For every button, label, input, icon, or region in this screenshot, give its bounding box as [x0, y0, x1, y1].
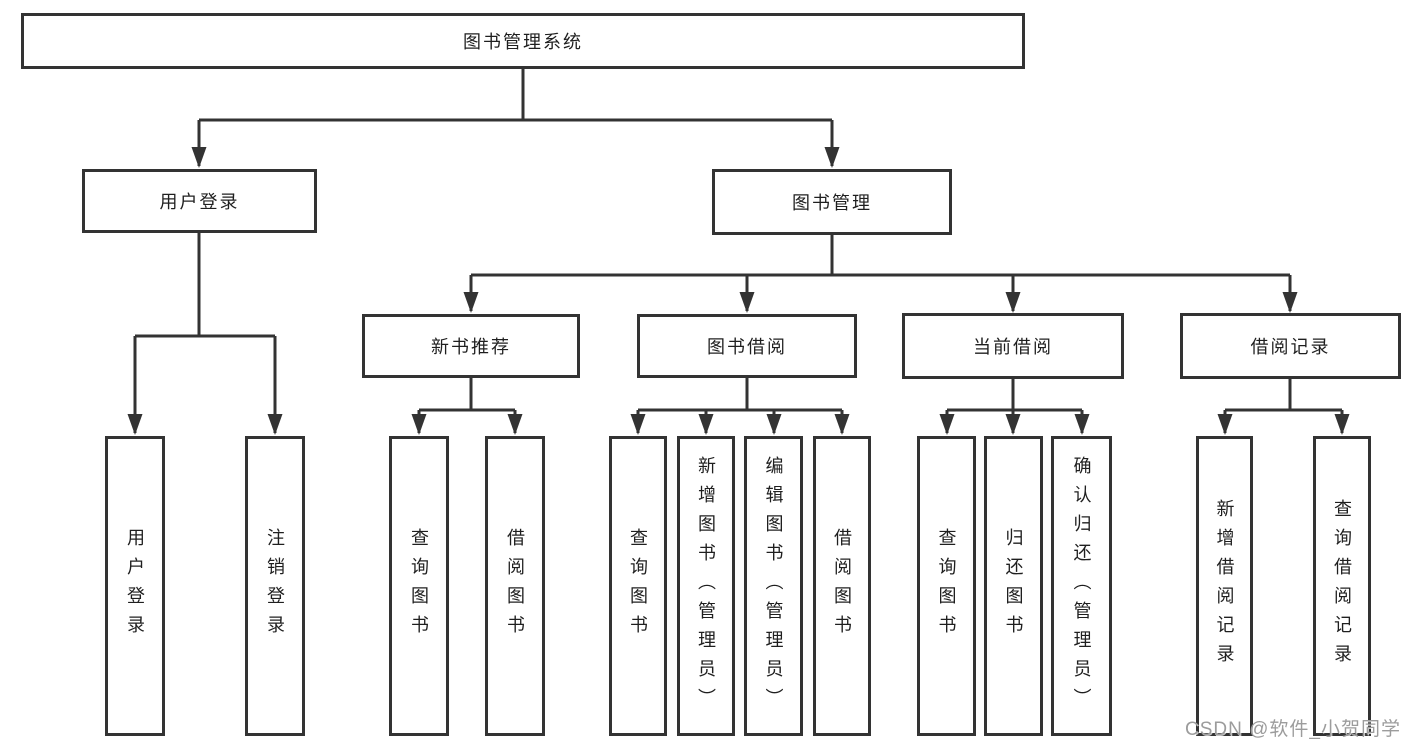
leaf-current-confirm-return-admin: 确认归还（管理员）	[1051, 436, 1112, 736]
node-new-book-recommend-label: 新书推荐	[431, 337, 511, 357]
leaf-recommend-query-books-label: 查询图书	[409, 528, 429, 644]
node-book-borrow: 图书借阅	[637, 314, 857, 378]
node-book-management-label: 图书管理	[792, 193, 872, 213]
node-current-borrow-label: 当前借阅	[973, 337, 1053, 357]
node-library-system: 图书管理系统	[21, 13, 1025, 69]
node-borrow-records: 借阅记录	[1180, 313, 1401, 379]
leaf-records-query-record: 查询借阅记录	[1313, 436, 1371, 736]
leaf-records-add-record: 新增借阅记录	[1196, 436, 1253, 736]
leaf-borrow-edit-book-admin-label: 编辑图书（管理员）	[763, 455, 784, 717]
leaf-current-return-book-label: 归还图书	[1003, 528, 1024, 644]
leaf-recommend-query-books: 查询图书	[389, 436, 449, 736]
leaf-borrow-query-books: 查询图书	[609, 436, 667, 736]
leaf-user-login-label: 用户登录	[125, 528, 145, 644]
node-current-borrow: 当前借阅	[902, 313, 1124, 379]
leaf-recommend-borrow-books: 借阅图书	[485, 436, 545, 736]
watermark: CSDN @软件_小贺同学	[1185, 719, 1401, 740]
node-borrow-records-label: 借阅记录	[1250, 337, 1331, 357]
leaf-logout-label: 注销登录	[265, 528, 285, 644]
node-book-management: 图书管理	[712, 169, 952, 235]
leaf-borrow-add-book-admin-label: 新增图书（管理员）	[696, 455, 716, 717]
leaf-borrow-edit-book-admin: 编辑图书（管理员）	[744, 436, 803, 736]
node-library-system-label: 图书管理系统	[463, 32, 583, 52]
leaf-current-query-books-label: 查询图书	[936, 528, 957, 644]
leaf-borrow-borrow-books: 借阅图书	[813, 436, 871, 736]
leaf-current-confirm-return-admin-label: 确认归还（管理员）	[1071, 455, 1092, 717]
leaf-current-return-book: 归还图书	[984, 436, 1043, 736]
node-user-login: 用户登录	[82, 169, 317, 233]
leaf-records-query-record-label: 查询借阅记录	[1332, 499, 1352, 673]
leaf-borrow-borrow-books-label: 借阅图书	[832, 528, 852, 644]
node-book-borrow-label: 图书借阅	[707, 337, 787, 357]
leaf-user-login: 用户登录	[105, 436, 165, 736]
leaf-recommend-borrow-books-label: 借阅图书	[505, 528, 525, 644]
leaf-borrow-query-books-label: 查询图书	[628, 528, 648, 644]
leaf-records-add-record-label: 新增借阅记录	[1214, 499, 1235, 673]
node-new-book-recommend: 新书推荐	[362, 314, 580, 378]
leaf-borrow-add-book-admin: 新增图书（管理员）	[677, 436, 735, 736]
node-user-login-label: 用户登录	[159, 192, 240, 212]
leaf-logout: 注销登录	[245, 436, 305, 736]
leaf-current-query-books: 查询图书	[917, 436, 976, 736]
